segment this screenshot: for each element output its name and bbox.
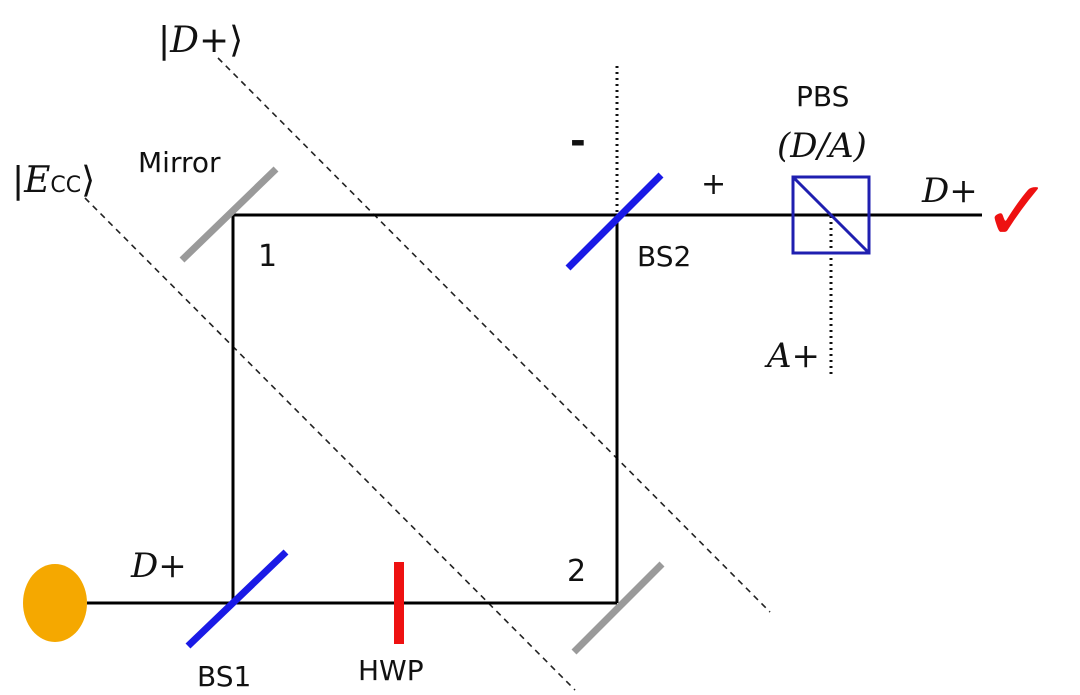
- corner-label-2: 2: [567, 554, 586, 589]
- pbs-diagonal: [791, 175, 871, 255]
- state-label-lower: |ECC⟩: [12, 160, 95, 201]
- bs2-label: BS2: [637, 240, 691, 273]
- light-source: [23, 564, 87, 642]
- wavefront-line-upper: [217, 57, 771, 613]
- output-polarization-label: D+: [921, 171, 978, 211]
- wavefront-line-lower: [84, 197, 576, 691]
- check-mark-icon: ✓: [982, 162, 1052, 260]
- state-label-upper: |D+⟩: [158, 20, 243, 61]
- pbs-label: PBS: [796, 80, 849, 113]
- hwp-label: HWP: [358, 654, 424, 687]
- pbs-cube: [791, 175, 871, 255]
- mirror-label: Mirror: [138, 146, 221, 179]
- plus-sign-label: +: [701, 167, 726, 202]
- corner-label-1: 1: [258, 239, 277, 274]
- minus-sign-label: -: [570, 119, 586, 163]
- mirror-bottom-right: [571, 561, 665, 655]
- beam-splitter-bs1: [185, 549, 289, 649]
- rejected-polarization-label: A+: [764, 336, 820, 376]
- input-polarization-label: D+: [130, 546, 187, 586]
- mirror-top-left: [179, 166, 279, 263]
- beam-splitter-bs2: [565, 172, 664, 271]
- pbs-basis-label: (D/A): [777, 126, 867, 166]
- bs1-label: BS1: [197, 660, 251, 693]
